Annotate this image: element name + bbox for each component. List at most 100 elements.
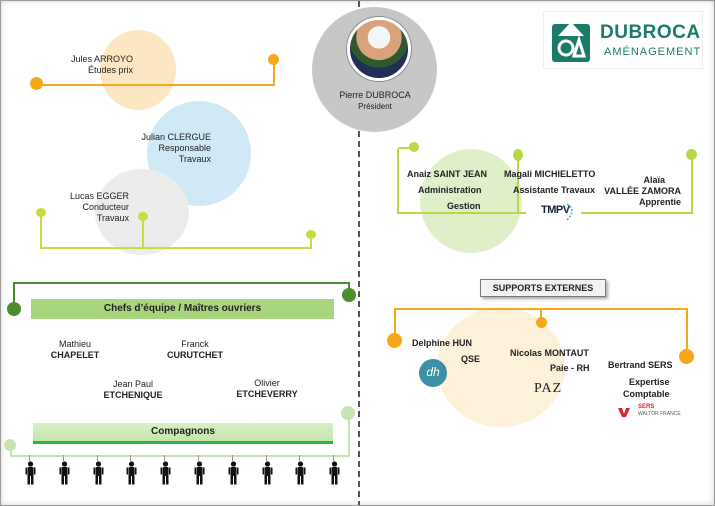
montaut-role: Paie - RH	[550, 363, 590, 373]
supports-riser-right	[686, 308, 688, 353]
saintjean-role-1: Administration	[418, 185, 482, 195]
sers-logo: SERS WALTOR FRANCE	[618, 404, 684, 420]
admin-line	[398, 212, 526, 214]
admin-dot-mid	[513, 149, 523, 161]
compagnon-connector	[198, 455, 199, 461]
logo-brand: DUBROCA	[600, 22, 701, 43]
company-logo: DUBROCA AMÉNAGEMENT	[543, 11, 703, 69]
arroyo-riser	[273, 59, 275, 86]
chefs-left-riser	[13, 282, 15, 308]
compagnon-connector	[299, 455, 301, 461]
chef-1-last: CHAPELET	[50, 350, 100, 360]
chef-1-first: Mathieu	[58, 339, 92, 349]
sers-mark-icon	[618, 408, 630, 417]
montaut-name: Nicolas MONTAUT	[510, 348, 589, 358]
compagnon-connector	[333, 455, 335, 461]
arroyo-name: Jules ARROYO	[70, 54, 133, 64]
sers-role-2: Comptable	[623, 389, 670, 399]
supports-dot-left	[387, 333, 402, 348]
worker-icon	[160, 461, 171, 485]
dh-logo-text: dh	[426, 365, 440, 379]
compagnons-dot-right	[341, 406, 355, 420]
egger-dot-3	[306, 230, 316, 239]
compagnons-line	[11, 455, 350, 457]
michieletto-role: Assistante Travaux	[513, 185, 596, 195]
vallee-role: Apprentie	[638, 197, 681, 207]
supports-dot-mid	[536, 317, 547, 328]
sers-logo-sub: WALTOR FRANCE	[638, 411, 681, 417]
chef-2-first: Franck	[181, 339, 209, 349]
apprentie-dot	[686, 149, 697, 160]
egger-dot-2	[138, 212, 148, 221]
compagnons-dot-left	[4, 439, 16, 451]
arroyo-role: Études prix	[87, 65, 133, 75]
chef-4-last: ETCHEVERRY	[236, 389, 298, 399]
clergue-role-1: Responsable	[158, 143, 211, 153]
compagnon-connector	[29, 455, 30, 461]
worker-icon	[228, 461, 239, 485]
logo-sub: AMÉNAGEMENT	[604, 46, 702, 58]
admin-dot-left	[409, 142, 419, 152]
arroyo-dot-right	[268, 54, 279, 65]
worker-icon	[194, 461, 205, 485]
vallee-name-1: Alaïa	[643, 175, 665, 185]
chef-4-first: Olivier	[254, 378, 280, 388]
paz-logo-text: PAZ	[534, 381, 563, 396]
worker-icon	[25, 461, 36, 485]
sers-role-1: Expertise	[629, 377, 670, 387]
apprentie-line	[581, 212, 693, 214]
logo-mark-icon	[552, 22, 590, 62]
president-name: Pierre DUBROCA	[339, 90, 411, 100]
center-divider	[358, 1, 360, 505]
compagnon-connector	[231, 455, 233, 461]
worker-icon	[295, 461, 306, 485]
compagnons-header: Compagnons	[33, 423, 333, 444]
worker-icon	[262, 461, 273, 485]
egger-role-1: Conducteur	[82, 202, 129, 212]
chefs-header: Chefs d’équipe / Maîtres ouvriers	[31, 299, 334, 319]
admin-stub	[398, 147, 412, 149]
dh-logo: dh	[419, 359, 447, 387]
worker-icon	[126, 461, 137, 485]
compagnon-connector	[130, 455, 132, 461]
president-photo	[347, 17, 411, 81]
tmpv-swirl-icon	[566, 203, 573, 221]
chefs-dot-left	[7, 302, 21, 316]
chefs-dot-right	[342, 288, 356, 302]
compagnon-connector	[96, 455, 98, 461]
chef-2-last: CURUTCHET	[167, 350, 223, 360]
egger-riser-3	[310, 235, 312, 249]
arroyo-line	[37, 84, 275, 86]
admin-riser-mid	[517, 157, 519, 214]
egger-riser-2	[142, 217, 144, 249]
chef-3-last: ETCHENIQUE	[103, 390, 163, 400]
egger-role-2: Travaux	[96, 213, 129, 223]
michieletto-name: Magali MICHIELETTO	[504, 169, 596, 179]
supports-header: SUPPORTS EXTERNES	[480, 279, 606, 297]
compagnon-connector	[265, 455, 267, 461]
supports-riser-left	[394, 308, 396, 338]
worker-icon	[329, 461, 340, 485]
compagnons-riser-right	[348, 413, 350, 457]
worker-icon	[93, 461, 104, 485]
egger-line	[41, 247, 312, 249]
president-role: Président	[358, 102, 392, 111]
arroyo-bubble	[100, 30, 176, 110]
vallee-name-2: VALLÉE ZAMORA	[604, 186, 681, 196]
tmpv-logo-text: TMPV	[541, 204, 570, 216]
worker-icon	[59, 461, 70, 485]
hun-name: Delphine HUN	[412, 338, 473, 348]
admin-bubble	[420, 149, 522, 253]
tmpv-logo: TMPV	[539, 200, 579, 224]
egger-dot-1	[36, 208, 46, 217]
hun-role: QSE	[461, 354, 481, 364]
clergue-role-2: Travaux	[178, 154, 211, 164]
supports-riser-mid	[540, 308, 542, 320]
arroyo-dot-left	[30, 77, 43, 90]
apprentie-riser	[691, 155, 693, 214]
supports-dot-right	[679, 349, 694, 364]
egger-riser-1	[40, 213, 42, 249]
paz-logo: PAZ	[532, 381, 582, 399]
chef-3-first: Jean Paul	[112, 379, 154, 389]
